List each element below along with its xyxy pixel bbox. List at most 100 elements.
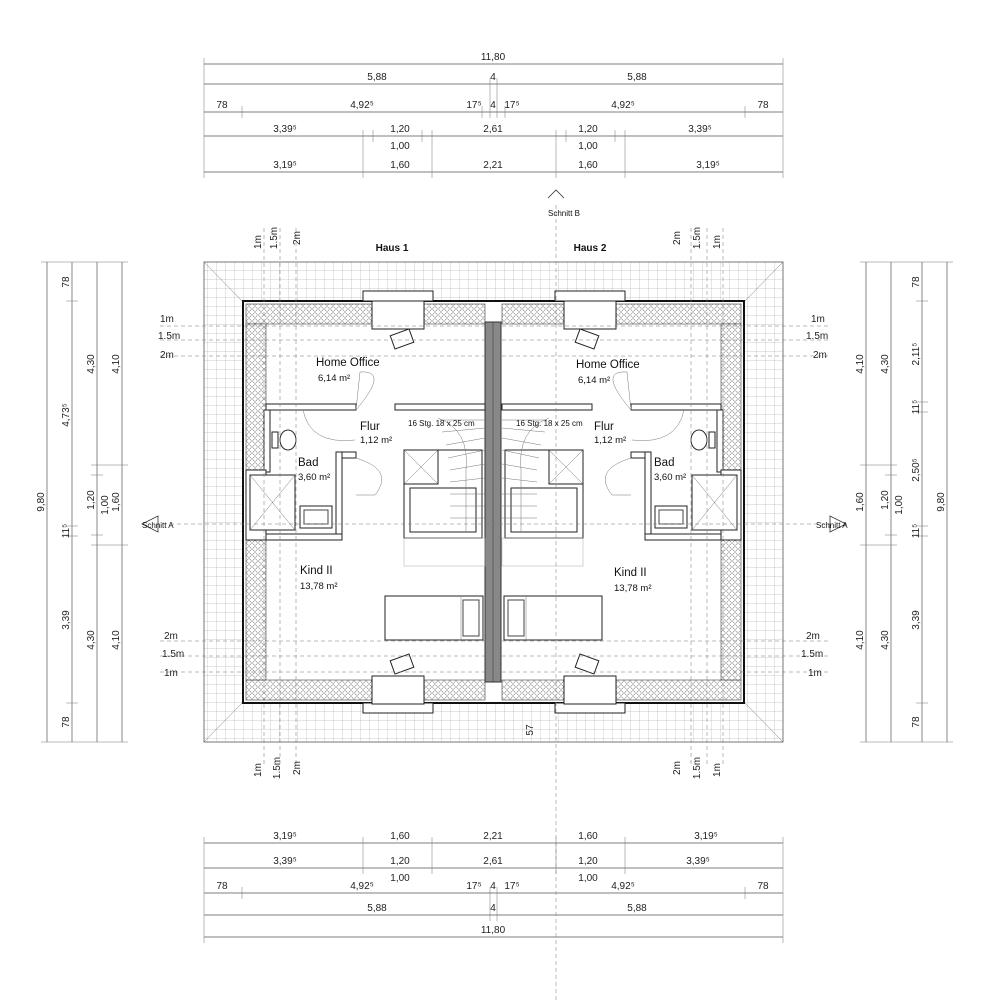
dim-top-total: 11,80 (481, 52, 506, 63)
dim-right-c3: 4,10 (855, 354, 866, 374)
dim-top-r4: 1,20 (390, 124, 410, 135)
staircase-left (403, 417, 486, 567)
dim-bot-total: 11,80 (481, 925, 506, 936)
dim-top-r3: 4,92⁵ (350, 100, 374, 111)
dim-left-c3: 1,60 (111, 492, 122, 512)
dim-top-party: 4 (490, 72, 496, 83)
dim-left-c2: 4,30 (86, 630, 97, 650)
dim-bot-party: 4 (490, 903, 496, 914)
height-mark-right-bottom: 2m (806, 631, 820, 642)
dim-top-r3: 17⁵ (466, 100, 481, 111)
height-mark-left-bottom: 2m (164, 631, 178, 642)
height-mark-bottom-left: 1m (253, 763, 264, 777)
section-a-right-label: Schnitt A (816, 521, 848, 530)
dim-bot-r1: 3,19⁵ (694, 831, 718, 842)
room-area-home-office-2: 6,14 m² (578, 375, 610, 386)
room-name-home-office-2: Home Office (576, 359, 640, 371)
staircase-right (501, 417, 584, 567)
height-mark-right-top: 2m (813, 350, 827, 361)
left-dimension-chains: 9,80 78 4,73⁵ 11⁵ 3,39 78 4,30 1,20 4,30… (36, 261, 128, 743)
section-b-label: Schnitt B (548, 209, 580, 218)
dim-bot-r2-sub: 1,00 (390, 873, 410, 884)
height-mark-left-bottom: 1.5m (162, 649, 184, 660)
dim-bot-r3: 17⁵ (504, 881, 519, 892)
room-area-bad-2: 3,60 m² (654, 472, 686, 483)
dim-bot-r3: 4 (490, 881, 496, 892)
room-name-flur-1: Flur (360, 421, 380, 433)
dim-left-c1: 11⁵ (61, 524, 72, 539)
height-mark-top-left: 1.5m (269, 227, 280, 249)
dim-bot-r3: 17⁵ (466, 881, 481, 892)
dim-right-c2: 4,30 (880, 630, 891, 650)
dim-bot-half: 5,88 (367, 903, 387, 914)
dim-top-r5: 1,60 (578, 160, 598, 171)
dim-right-c2: 4,30 (880, 354, 891, 374)
dim-right-c1: 3,39 (911, 610, 922, 630)
room-area-kind-2: 13,78 m² (614, 583, 652, 594)
height-mark-bottom-left: 2m (292, 761, 303, 775)
height-mark-left-top: 2m (160, 350, 174, 361)
exterior-walls (242, 300, 745, 704)
height-mark-right-bottom: 1m (808, 668, 822, 679)
dormer-windows (362, 290, 626, 714)
room-name-home-office-1: Home Office (316, 357, 380, 369)
dim-bot-r3: 4,92⁵ (611, 881, 635, 892)
dim-top-r5: 3,19⁵ (696, 160, 720, 171)
dim-bot-r2: 3,39⁵ (686, 856, 710, 867)
room-area-kind-1: 13,78 m² (300, 581, 338, 592)
dim-left-c2-sub: 1,00 (100, 495, 111, 515)
dim-top-half: 5,88 (367, 72, 387, 83)
room-area-flur-2: 1,12 m² (594, 435, 626, 446)
dim-left-c1: 78 (61, 716, 72, 728)
room-area-flur-1: 1,12 m² (360, 435, 392, 446)
height-mark-left-top: 1m (160, 314, 174, 325)
height-mark-right-top: 1m (811, 314, 825, 325)
height-mark-bottom-left: 1.5m (272, 757, 283, 779)
dim-top-r3: 4 (490, 100, 496, 111)
dim-top-r3: 78 (757, 100, 769, 111)
room-name-kind-1: Kind II (300, 565, 333, 577)
dim-left-c2: 1,20 (86, 490, 97, 510)
dim-bot-r1: 1,60 (578, 831, 598, 842)
dim-top-r3: 17⁵ (504, 100, 519, 111)
room-area-home-office-1: 6,14 m² (318, 373, 350, 384)
top-dimension-chains: 11,80 5,88 4 5,88 78 4,92⁵ 17⁵ 4 17⁵ 4,9… (203, 52, 784, 178)
dim-bot-r3: 4,92⁵ (350, 881, 374, 892)
height-mark-top-right: 2m (672, 231, 683, 245)
dim-right-c1: 11⁵ (911, 524, 922, 539)
height-mark-bottom-right: 2m (672, 761, 683, 775)
dim-top-r3: 4,92⁵ (611, 100, 635, 111)
dim-bot-half: 5,88 (627, 903, 647, 914)
dim-bot-r2: 3,39⁵ (273, 856, 297, 867)
height-mark-left-top: 1.5m (158, 331, 180, 342)
room-name-flur-2: Flur (594, 421, 614, 433)
stair-label-2: 16 Stg. 18 x 25 cm (516, 419, 583, 428)
room-name-bad-1: Bad (298, 457, 318, 469)
bottom-dimension-chains: 3,19⁵ 1,60 2,21 1,60 3,19⁵ 3,39⁵ 1,20 2,… (203, 831, 784, 943)
dim-right-c1: 78 (911, 716, 922, 728)
height-mark-top-right: 1.5m (692, 227, 703, 249)
dim-bot-r1: 2,21 (483, 831, 503, 842)
dim-top-half: 5,88 (627, 72, 647, 83)
dim-right-c2-sub: 1,00 (894, 495, 905, 515)
dim-top-r4: 3,39⁵ (688, 124, 712, 135)
house-2-title: Haus 2 (574, 243, 607, 254)
doors (302, 371, 685, 496)
height-mark-right-bottom: 1.5m (801, 649, 823, 660)
height-mark-top-left: 2m (292, 231, 303, 245)
room-area-bad-1: 3,60 m² (298, 472, 330, 483)
height-mark-bottom-right: 1.5m (692, 757, 703, 779)
dim-right-c1: 2,11⁵ (911, 343, 922, 366)
dim-right-total: 9,80 (936, 492, 947, 512)
dim-left-c1: 4,73⁵ (61, 403, 72, 427)
dim-top-r5: 2,21 (483, 160, 503, 171)
dim-left-c1: 3,39 (61, 610, 72, 630)
height-mark-left-bottom: 1m (164, 668, 178, 679)
dim-right-c2: 1,20 (880, 490, 891, 510)
dim-57: 57 (525, 724, 536, 736)
dim-right-c1: 78 (911, 276, 922, 288)
dim-top-r5: 3,19⁵ (273, 160, 297, 171)
height-mark-bottom-right: 1m (712, 763, 723, 777)
height-mark-right-top: 1.5m (806, 331, 828, 342)
